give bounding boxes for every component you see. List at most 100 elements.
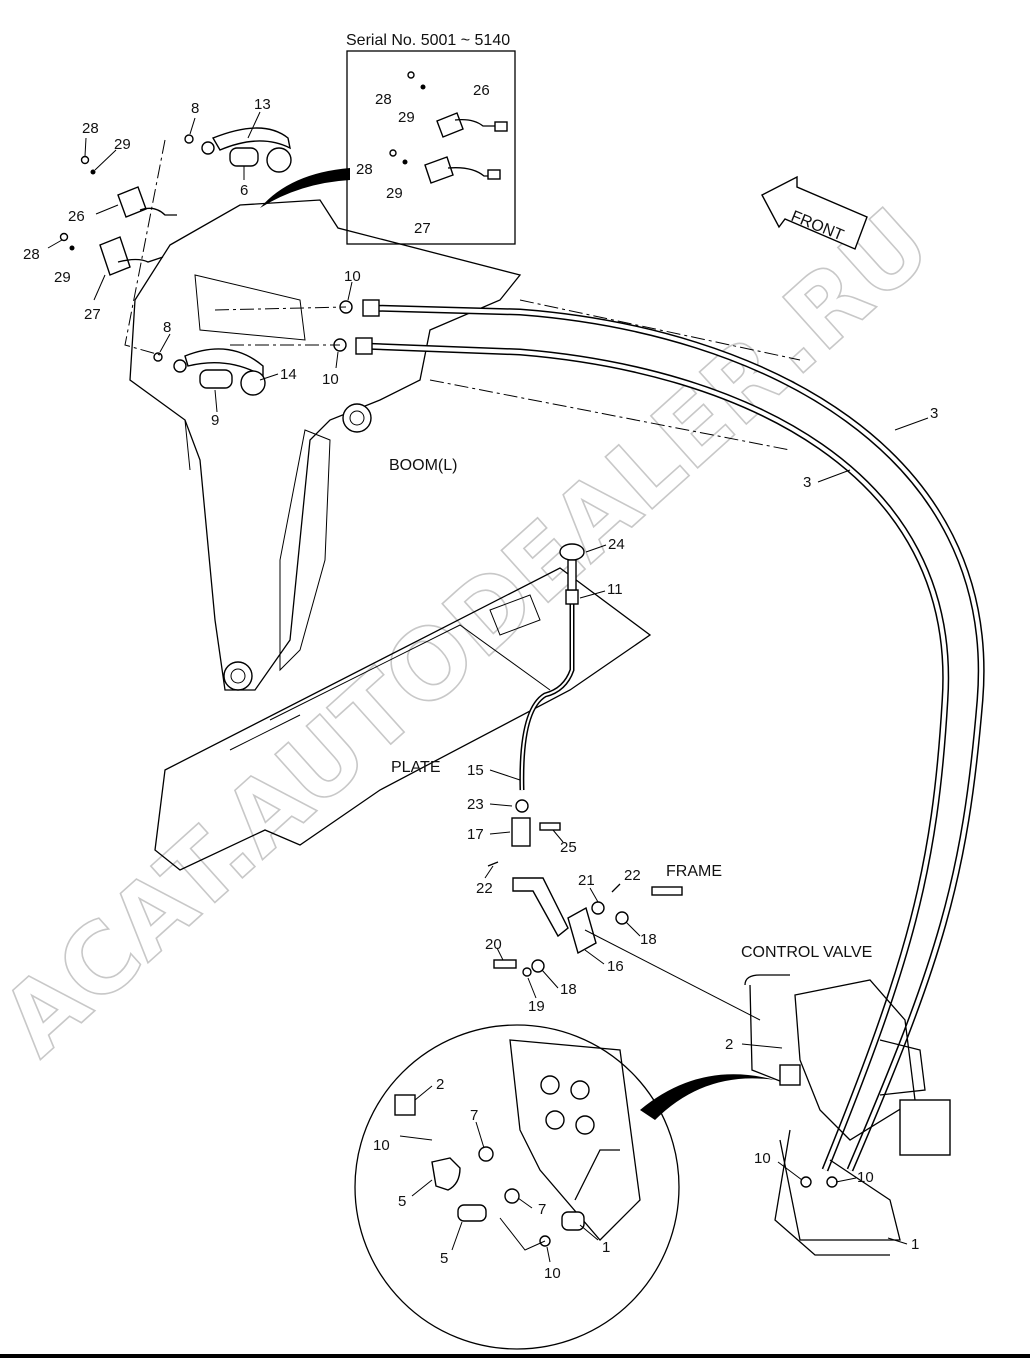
callout-3b: 3: [803, 474, 811, 491]
washer-29a: [90, 169, 96, 175]
detail-oring-7b: [504, 1188, 520, 1204]
callout-8a: 8: [191, 100, 199, 117]
valve-pipe-1: [779, 1139, 901, 1241]
callout-serial-27: 27: [414, 220, 431, 237]
leader-dash-3: [429, 379, 791, 451]
callout-22a: 22: [476, 880, 493, 897]
callouts: 13 8 6 28 29 26 28 29 27 10 10 8 14 9 3 …: [23, 96, 938, 1282]
serial-bracket-26: [436, 112, 464, 138]
valve-pipe-2: [744, 974, 791, 1086]
detail-port-c: [545, 1110, 565, 1130]
callout-detail-5a: 5: [398, 1193, 406, 1210]
callout-11: 11: [607, 581, 623, 598]
callout-6: 6: [240, 182, 248, 199]
callout-27a: 27: [84, 306, 101, 323]
lever-link: [584, 929, 761, 1021]
callout-8b: 8: [163, 319, 171, 336]
callout-18a: 18: [640, 931, 657, 948]
callout-21: 21: [578, 872, 595, 889]
pin-22b: [611, 883, 621, 893]
detail-valve-body: [509, 1039, 641, 1241]
frame-pin: [651, 886, 683, 896]
detail-leader-10: [399, 1135, 433, 1141]
callout-15: 15: [467, 762, 484, 779]
callout-detail-7b: 7: [538, 1201, 546, 1218]
pipe-26: [139, 207, 177, 216]
callout-26a: 26: [68, 208, 85, 225]
plate-slot: [229, 714, 301, 751]
label-plate: PLATE: [391, 759, 441, 776]
callout-25: 25: [560, 839, 577, 856]
hoses-3: [355, 299, 985, 1172]
callout-23: 23: [467, 796, 484, 813]
page-bottom-rule: [0, 1354, 1030, 1358]
control-valve: CONTROL VALVE: [741, 944, 951, 1256]
callout-13: 13: [254, 96, 271, 113]
boom-pivot-bottom-inner: [230, 668, 246, 684]
leader-dash-10a: [214, 306, 347, 311]
boom-pivot-mid: [342, 403, 372, 433]
hose-3-end-upper: [362, 299, 380, 317]
plate-outline: [154, 567, 652, 871]
callout-10c: 10: [754, 1150, 771, 1167]
detail-fitting-5b: [457, 1204, 487, 1222]
valve-solenoid: [899, 1099, 951, 1156]
callout-detail-10a: 10: [373, 1137, 390, 1154]
fitting-13-bracket: [211, 127, 291, 151]
serial-pipe-27: [447, 167, 496, 177]
boom-fittings: [59, 127, 353, 396]
callout-10b: 10: [322, 371, 339, 388]
callout-18b: 18: [560, 981, 577, 998]
serial-fitting-26: [494, 121, 508, 132]
callout-detail-5b: 5: [440, 1250, 448, 1267]
front-arrow: FRONT: [761, 175, 868, 250]
oring-8a: [184, 134, 194, 144]
serial-washer-29b: [402, 159, 408, 165]
label-frame: FRAME: [666, 863, 722, 880]
plate-fold: [269, 624, 551, 721]
fitting-14-bracket: [184, 348, 264, 378]
callout-detail-7a: 7: [470, 1107, 478, 1124]
callout-1: 1: [911, 1236, 919, 1253]
serial-number-box: Serial No. 5001 ~ 5140 28 29 26 28 29 27: [346, 32, 516, 245]
fitting-14-cap: [240, 370, 266, 396]
boom-web: [279, 429, 331, 672]
serial-bracket-27: [424, 156, 454, 184]
washer-8b: [173, 359, 187, 373]
callout-29b: 29: [54, 269, 71, 286]
boom-pivot-mid-inner: [349, 410, 365, 426]
callout-serial-26: 26: [473, 82, 490, 99]
pin-22a: [487, 861, 499, 867]
detail-leader-5b: [499, 1217, 546, 1251]
detail-view: [354, 1024, 775, 1350]
callout-14: 14: [280, 366, 297, 383]
oring-19: [522, 967, 532, 977]
fitting-11: [565, 589, 579, 605]
bracket-26: [117, 186, 147, 218]
boom-window: [194, 274, 306, 341]
boom-outline: [129, 199, 522, 691]
callout-28b: 28: [23, 246, 40, 263]
front-arrow-shape: [761, 175, 868, 250]
pipe-27: [117, 256, 164, 263]
callout-17: 17: [467, 826, 484, 843]
callout-serial-29b: 29: [386, 185, 403, 202]
callout-19: 19: [528, 998, 545, 1015]
bracket-16: [567, 906, 597, 955]
callout-29a: 29: [114, 136, 131, 153]
valve-oring-10b: [826, 1176, 838, 1188]
plate-cutout: [489, 594, 541, 636]
detail-pointer-bottom: [640, 1074, 775, 1120]
callout-20: 20: [485, 936, 502, 953]
bracket-27: [99, 236, 131, 276]
detail-circle: [354, 1024, 680, 1350]
callout-24: 24: [608, 536, 625, 553]
leader-lines: [47, 111, 929, 1263]
leader-dash-3b: [519, 299, 801, 361]
callout-10d: 10: [857, 1169, 874, 1186]
block-17: [511, 817, 531, 847]
callout-3a: 3: [930, 405, 938, 422]
detail-oring-7a: [478, 1146, 494, 1162]
washer-29b: [69, 245, 75, 251]
plate-assembly: PLATE: [154, 567, 652, 871]
